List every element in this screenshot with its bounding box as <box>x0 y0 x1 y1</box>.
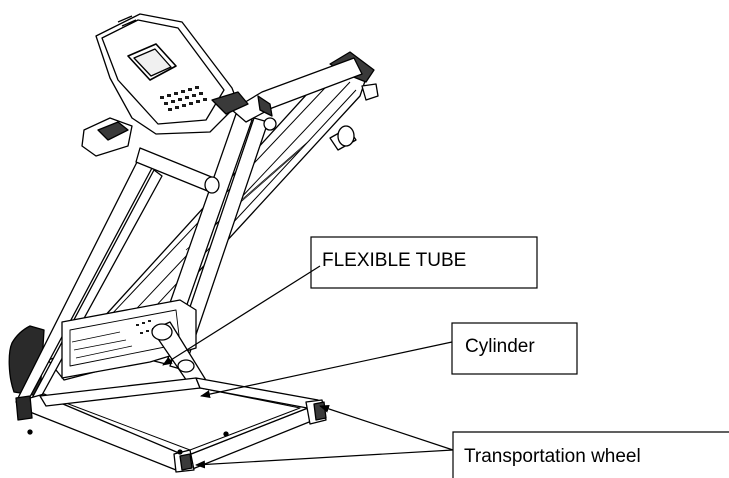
console-keypad <box>160 86 207 111</box>
wheel-right-leader <box>319 405 454 451</box>
flexible-tube-label: FLEXIBLE TUBE <box>322 250 467 271</box>
cylinder-label: Cylinder <box>465 336 535 357</box>
wheel-front-leader <box>195 449 454 469</box>
flexible-tube-callout-box <box>310 236 538 289</box>
transportation-wheel-callout-box <box>452 431 729 478</box>
transportation-wheel-label: Transportation wheel <box>464 446 641 467</box>
cylinder-leader <box>200 341 453 399</box>
cylinder-callout-box <box>451 322 578 375</box>
treadmill-drawing <box>8 13 379 473</box>
flexible-tube-leader <box>162 265 321 366</box>
